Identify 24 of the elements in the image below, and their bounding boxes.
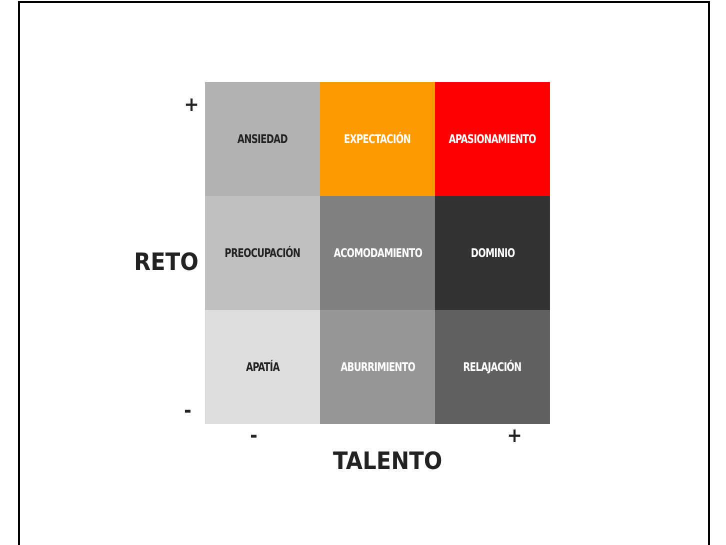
axis-sign: - xyxy=(184,398,192,422)
matrix-cell xyxy=(205,196,320,310)
cell-label: APASIONAMIENTO xyxy=(448,132,536,146)
axis-sign: + xyxy=(184,92,200,116)
matrix-cell xyxy=(320,196,435,310)
cell-label: ANSIEDAD xyxy=(238,132,288,146)
cell-label: EXPECTACIÓN xyxy=(344,132,411,146)
axis-sign: - xyxy=(250,423,258,447)
matrix-cell xyxy=(320,310,435,424)
cell-label: ACOMODAMIENTO xyxy=(333,246,422,260)
axis-sign: + xyxy=(507,423,522,447)
cell-label: DOMINIO xyxy=(470,246,514,260)
cell-label: PREOCUPACIÓN xyxy=(224,246,300,260)
matrix-cell xyxy=(205,310,320,424)
matrix-cell xyxy=(205,82,320,196)
matrix-cell xyxy=(435,82,550,196)
cell-label: RELAJACIÓN xyxy=(463,360,522,374)
cell-label: APATÍA xyxy=(246,360,280,374)
matrix-cell xyxy=(435,196,550,310)
axis-title: TALENTO xyxy=(333,447,442,475)
cell-label: ABURRIMIENTO xyxy=(340,360,415,374)
axis-title: RETO xyxy=(134,248,198,276)
matrix-cell xyxy=(435,310,550,424)
matrix-cell xyxy=(320,82,435,196)
